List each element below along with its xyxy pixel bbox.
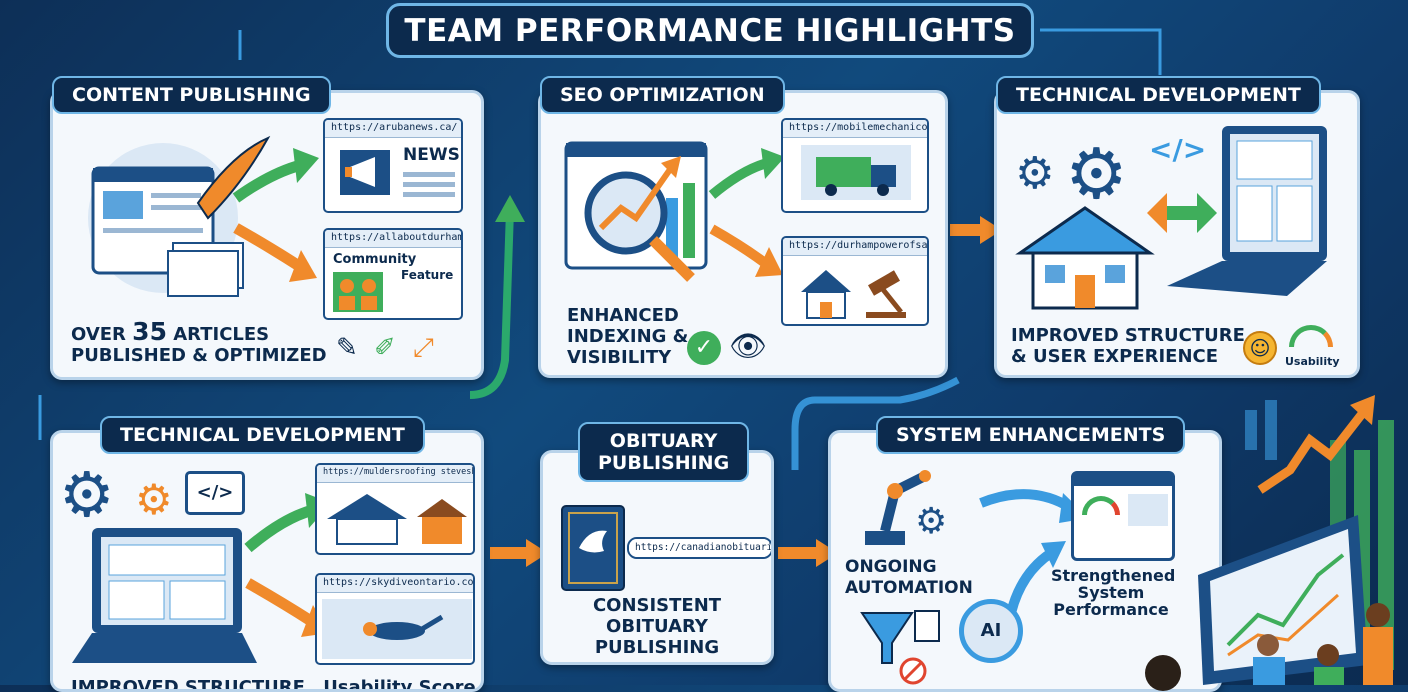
eye-icon: 👁 bbox=[729, 329, 768, 364]
news-lines bbox=[403, 172, 455, 177]
skydiver-icon bbox=[322, 599, 472, 659]
orange-arrow bbox=[233, 223, 317, 282]
url-arubanews: https://arubanews.ca/ bbox=[325, 120, 461, 138]
orange-arrow bbox=[709, 224, 783, 277]
check-icon: ✓ bbox=[687, 331, 721, 365]
resize-icon: ⤢ bbox=[413, 333, 434, 363]
gear-icon: ⚙ bbox=[1015, 148, 1055, 199]
article-page-icon bbox=[88, 135, 271, 297]
tag-technical-development-bottom: TECHNICAL DEVELOPMENT bbox=[100, 416, 425, 454]
articles-count: 35 bbox=[132, 317, 167, 346]
gauge-icon bbox=[1289, 325, 1333, 347]
laptop-icon bbox=[72, 528, 257, 663]
tech-dev-bottom-panel: ⚙ ⚙ </> https://muldersroofing steveshed… bbox=[50, 430, 484, 692]
news-site-card: https://arubanews.ca/ NEWS bbox=[323, 118, 463, 213]
skydive-site-card: https://skydiveontario.com/ bbox=[315, 573, 475, 665]
flow-arrow-right-2 bbox=[526, 539, 548, 567]
roofing-site-card: https://muldersroofing stevesheds.com/ bbox=[315, 463, 475, 555]
gear-icon: ⚙ bbox=[59, 458, 115, 531]
articles-caption: OVER 35 ARTICLES PUBLISHED & OPTIMIZED bbox=[71, 317, 327, 366]
community-site-card: https://allaboutdurham.com/ Community Fe… bbox=[323, 228, 463, 320]
ai-brain-icon: AI bbox=[959, 599, 1023, 663]
usability-label: Usability bbox=[1285, 355, 1340, 368]
feature-label: Feature bbox=[401, 268, 454, 282]
tech-dev-top-panel: ⚙ ⚙ </> IMPROVED STRUCTURE & USER EXPERI… bbox=[994, 90, 1360, 378]
code-window-icon: </> bbox=[185, 471, 245, 515]
flow-arrow-right-1 bbox=[980, 216, 1002, 244]
content-publishing-panel: https://arubanews.ca/ NEWS https://allab… bbox=[50, 90, 484, 380]
system-enhancements-panel: ⚙ ONGOING AUTOMATION AI Strengthened Sys… bbox=[828, 430, 1222, 692]
funnel-icon bbox=[860, 610, 940, 685]
megaphone-icon bbox=[340, 150, 390, 195]
ai-label: AI bbox=[980, 620, 1002, 641]
dashboard-icon bbox=[1071, 471, 1175, 561]
url-allaboutdurham: https://allaboutdurham.com/ bbox=[325, 230, 461, 248]
page-title: TEAM PERFORMANCE HIGHLIGHTS bbox=[386, 3, 1034, 58]
obituary-panel: https://canadianobituaries.com/ CONSISTE… bbox=[540, 450, 774, 665]
house-icon bbox=[1015, 206, 1155, 310]
green-arrow bbox=[232, 148, 319, 203]
presentation-board-illustration bbox=[1198, 515, 1393, 685]
tag-content-publishing: CONTENT PUBLISHING bbox=[52, 76, 331, 114]
tag-technical-development-top: TECHNICAL DEVELOPMENT bbox=[996, 76, 1321, 114]
mechanic-site-card: https://mobilemechanicontario.ca/ bbox=[781, 118, 929, 213]
news-label: NEWS bbox=[403, 145, 460, 165]
smile-icon: ☺ bbox=[1243, 331, 1277, 365]
gear-icon: ⚙ bbox=[1065, 133, 1128, 215]
gear-icon: ⚙ bbox=[915, 501, 948, 542]
seo-caption: ENHANCED INDEXING & VISIBILITY bbox=[567, 305, 689, 368]
automation-caption: ONGOING AUTOMATION bbox=[845, 557, 973, 598]
laptop-icon bbox=[1167, 126, 1327, 296]
seo-panel: https://mobilemechanicontario.ca/ https:… bbox=[538, 90, 948, 378]
houses-icon bbox=[327, 494, 467, 545]
dove-card-icon bbox=[561, 505, 625, 591]
url-skydiveontario: https://skydiveontario.com/ bbox=[317, 575, 473, 593]
swap-arrows-icon bbox=[1147, 193, 1217, 233]
van-icon bbox=[801, 145, 911, 200]
tag-seo-optimization: SEO OPTIMIZATION bbox=[540, 76, 785, 114]
code-icon: </> bbox=[1149, 133, 1207, 166]
tag-obituary-publishing: OBITUARY PUBLISHING bbox=[578, 422, 750, 482]
robot-arm-icon bbox=[865, 470, 931, 545]
community-label: Community bbox=[333, 252, 417, 267]
edit-icon: ✎ bbox=[336, 333, 358, 363]
house-gavel-icon bbox=[801, 270, 906, 319]
flow-arrow-up bbox=[495, 195, 525, 222]
people-icon bbox=[333, 272, 383, 312]
url-muldersroofing: https://muldersroofing stevesheds.com/ bbox=[317, 465, 473, 483]
url-canadianobituaries: https://canadianobituaries.com/ bbox=[629, 539, 771, 557]
performance-caption: Strengthened System Performance bbox=[1051, 566, 1176, 619]
powerofsale-site-card: https://durhampowerofsale.com/ bbox=[781, 236, 929, 326]
url-mobilemechanic: https://mobilemechanicontario.ca/ bbox=[783, 120, 927, 138]
obituary-url-card: https://canadianobituaries.com/ bbox=[627, 537, 771, 559]
person-illustration bbox=[1145, 655, 1181, 691]
gear-icon: ⚙ bbox=[135, 475, 173, 524]
green-arrow bbox=[708, 148, 785, 199]
pen-icon: ✐ bbox=[374, 333, 396, 363]
obituary-caption: CONSISTENT OBITUARY PUBLISHING bbox=[592, 595, 722, 658]
gauge-icon bbox=[1082, 496, 1120, 515]
tag-system-enhancements: SYSTEM ENHANCEMENTS bbox=[876, 416, 1186, 454]
flow-arrow-right-3 bbox=[816, 539, 838, 567]
url-durhampowerofsale: https://durhampowerofsale.com/ bbox=[783, 238, 927, 256]
tech-top-caption: IMPROVED STRUCTURE & USER EXPERIENCE bbox=[1011, 325, 1245, 367]
magnifier-chart-icon bbox=[564, 141, 708, 282]
trend-chart-icon bbox=[1128, 494, 1168, 526]
